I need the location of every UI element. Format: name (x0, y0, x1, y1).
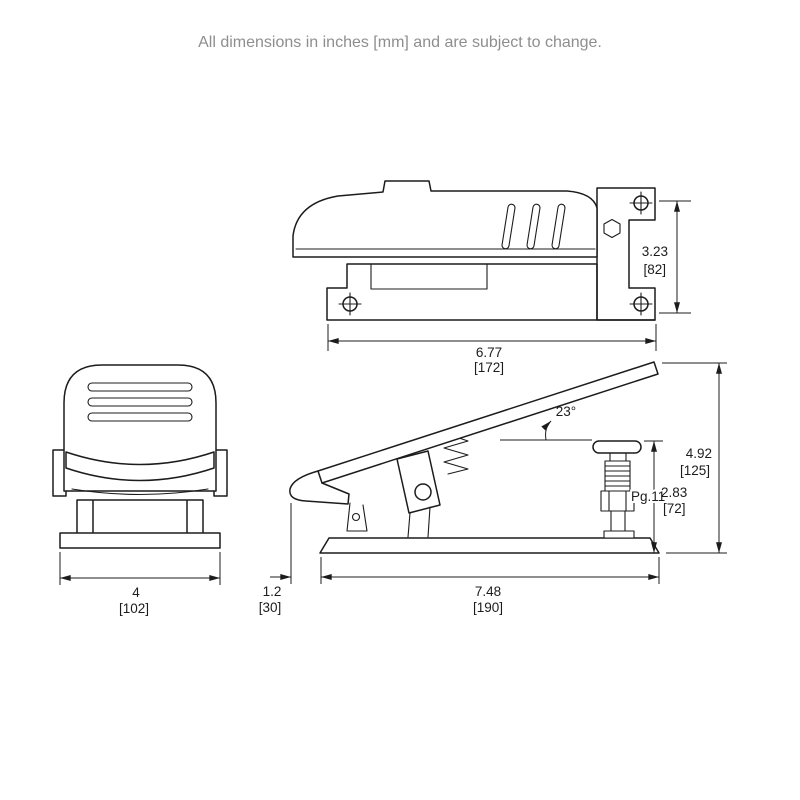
vent-slot (501, 203, 516, 250)
view-side-open: 23° 4.92 [125] Pg.11 2.83 [72] 1.2 [30] … (259, 361, 727, 615)
switch-hex-body (600, 490, 635, 512)
dim-width-inches: 4 (132, 585, 140, 600)
base-block (76, 499, 204, 534)
dim-width-mm: [102] (119, 601, 149, 616)
view-front: 4 [102] (52, 364, 228, 616)
dim-length-mm: [172] (474, 360, 504, 375)
screw-crosshair (338, 292, 362, 316)
hinge-bracket (396, 450, 441, 514)
view-side-closed: 3.23 [82] 6.77 [172] (292, 180, 691, 375)
screw-crosshair (629, 292, 653, 316)
plunger-cap (592, 440, 642, 454)
switch-stem (610, 510, 626, 532)
toe-latch (346, 502, 368, 532)
extension-lines-length (327, 324, 657, 351)
dim-overall-height-inches: 4.92 (686, 446, 712, 461)
extension-lines-overall-height (662, 362, 727, 554)
dim-pedal-angle: 23° (556, 404, 576, 419)
thread-lines (604, 465, 631, 487)
base-step (370, 263, 488, 290)
plunger-neck (609, 452, 627, 462)
dim-base-length-mm: [190] (473, 600, 503, 615)
bottom-rim-curve (71, 488, 209, 496)
latch-pin (351, 512, 361, 522)
vent-slot (87, 397, 193, 407)
dim-overall-height-mm: [125] (680, 463, 710, 478)
angle-arc (541, 420, 552, 441)
vent-slot (551, 203, 566, 250)
guard-dome (63, 364, 217, 492)
base-plate (319, 537, 660, 554)
screw-crosshair (629, 191, 653, 215)
dim-toe-overhang-mm: [30] (259, 600, 282, 615)
dim-height-mm: [82] (643, 262, 666, 277)
return-spring (443, 435, 469, 475)
dim-switch-height-mm: [72] (663, 501, 686, 516)
vent-slot (87, 382, 193, 392)
base-plate (59, 532, 221, 549)
base-outline (326, 263, 656, 321)
vent-slot (526, 203, 541, 250)
pedal-front-band (65, 451, 215, 482)
toe-hook (289, 470, 350, 505)
vent-slot (87, 412, 193, 422)
extension-lines-height (659, 200, 691, 314)
pedal-guard-cover (292, 180, 598, 258)
hex-body-facets (608, 490, 627, 512)
dim-toe-overhang-inches: 1.2 (263, 584, 282, 599)
dim-base-length-inches: 7.48 (475, 584, 501, 599)
hex-bolt (603, 218, 621, 239)
dim-switch-height-inches: 2.83 (661, 485, 687, 500)
dim-length-inches: 6.77 (476, 345, 502, 360)
hinge-pivot (414, 483, 432, 501)
switch-mount (603, 530, 635, 539)
extension-lines-width (59, 552, 221, 585)
hinge-mount-lines (407, 506, 431, 538)
conduit-thread-label: Pg.11 (631, 489, 665, 504)
dimensions-note: All dimensions in inches [mm] and are su… (198, 34, 602, 51)
extension-lines-bottom (290, 503, 660, 584)
dim-height-inches: 3.23 (642, 244, 668, 259)
